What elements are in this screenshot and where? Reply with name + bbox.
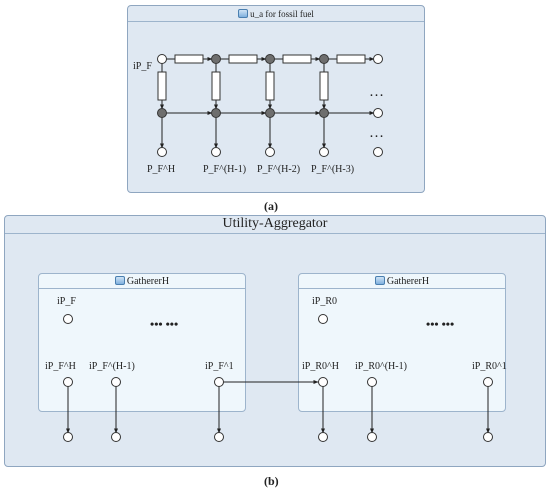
right-input-label: iP_R0: [312, 296, 338, 307]
output-label-h-1: P_F^(H-1): [203, 164, 247, 175]
sink-node: [214, 432, 224, 442]
fossil-fuel-panel: u_a for fossil fuel: [127, 5, 425, 193]
caption-a: (a): [264, 199, 278, 213]
output-node: [211, 147, 221, 157]
input-label-ip-f: iP_F: [133, 61, 152, 72]
left-port-1: [214, 377, 224, 387]
input-node: [157, 54, 167, 64]
gatherer-right-title: GathererH: [299, 276, 505, 287]
gatherer-right: GathererH: [298, 273, 506, 412]
right-port-label-h: iP_R0^H: [302, 361, 339, 372]
junction-node: [265, 108, 275, 118]
junction-node: [211, 54, 221, 64]
output-node: [319, 147, 329, 157]
gatherer-right-titlebar: [299, 274, 505, 289]
junction-node: [319, 108, 329, 118]
junction-node: [265, 54, 275, 64]
panel-b-nodes: [63, 314, 493, 442]
component-icon: [238, 9, 249, 18]
component-icon: [374, 276, 385, 285]
sink-node: [318, 432, 328, 442]
gatherer-left-titlebar: [39, 274, 245, 289]
right-port-label-h-1: iP_R0^(H-1): [355, 361, 407, 372]
right-port-h: [318, 377, 328, 387]
left-port-label-h: iP_F^H: [45, 361, 76, 372]
port-node: [373, 54, 383, 64]
left-port-label-1: iP_F^1: [205, 361, 234, 372]
gatherer-left: GathererH: [38, 273, 246, 412]
panel-b-edges: [66, 380, 490, 434]
left-ellipsis: ••• •••: [150, 317, 179, 331]
left-input-label: iP_F: [57, 296, 76, 307]
ellipsis-row-3: …: [369, 125, 384, 141]
port-node: [373, 147, 383, 157]
junction-node: [319, 54, 329, 64]
output-node: [265, 147, 275, 157]
right-ellipsis: ••• •••: [426, 317, 455, 331]
sink-node: [63, 432, 73, 442]
right-port-h-1: [367, 377, 377, 387]
sink-node: [367, 432, 377, 442]
sink-node: [111, 432, 121, 442]
output-node: [157, 147, 167, 157]
output-label-h-3: P_F^(H-3): [311, 164, 355, 175]
port-node: [373, 108, 383, 118]
output-label-h-2: P_F^(H-2): [257, 164, 301, 175]
output-label-h: P_F^H: [147, 164, 176, 175]
fossil-fuel-panel-titlebar: [128, 6, 424, 22]
left-port-h: [63, 377, 73, 387]
sink-node: [483, 432, 493, 442]
component-icon: [114, 276, 125, 285]
junction-node: [157, 108, 167, 118]
delay-blocks: [157, 54, 366, 101]
left-input-port: [63, 314, 73, 324]
gatherer-left-title: GathererH: [39, 276, 245, 287]
right-port-label-1: iP_R0^1: [472, 361, 507, 372]
junction-node: [211, 108, 221, 118]
left-port-h-1: [111, 377, 121, 387]
right-port-1: [483, 377, 493, 387]
right-input-port: [318, 314, 328, 324]
utility-aggregator-titlebar: [5, 216, 545, 234]
left-port-label-h-1: iP_F^(H-1): [89, 361, 135, 372]
ellipsis-row-1: …: [369, 84, 384, 100]
fossil-fuel-panel-title: u_a for fossil fuel: [128, 9, 424, 19]
caption-b: (b): [264, 474, 279, 488]
utility-aggregator-title: Utility-Aggregator: [222, 216, 328, 231]
panel-a-nodes: [157, 54, 383, 157]
